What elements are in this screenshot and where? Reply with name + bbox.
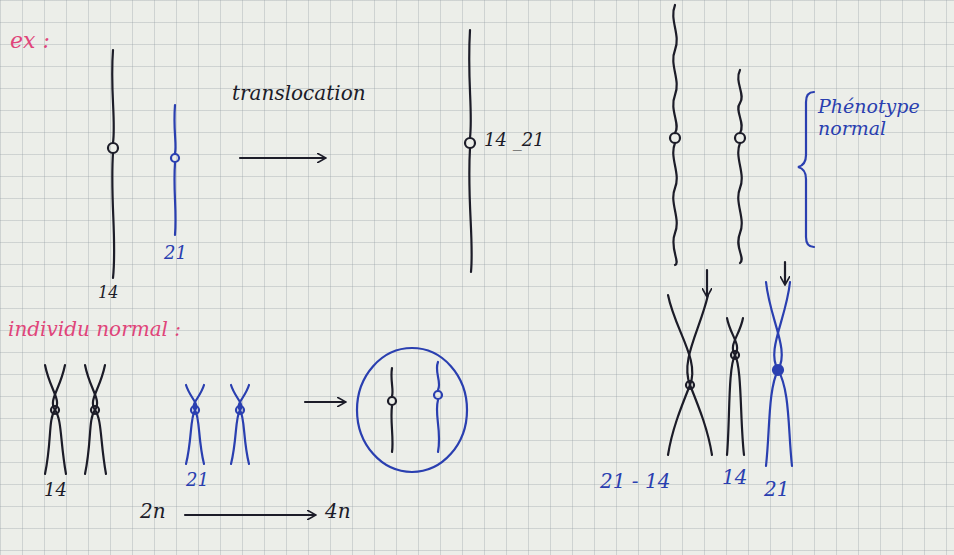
wavy-chromosomes bbox=[670, 5, 745, 265]
chromosome-21 bbox=[766, 282, 792, 466]
brace bbox=[798, 92, 814, 247]
label-holder: 21 bbox=[164, 243, 187, 264]
handwritten-label: 14 bbox=[98, 284, 118, 302]
label-holder: ex : bbox=[10, 28, 50, 53]
label-holder: translocation bbox=[232, 82, 366, 105]
chromosome-pair-14 bbox=[45, 365, 106, 474]
handwritten-label: 21 bbox=[186, 470, 209, 491]
chromosome-pair-21 bbox=[186, 385, 249, 464]
fused-chromosome bbox=[465, 30, 475, 272]
label-holder: Phénotype normal bbox=[818, 96, 943, 140]
handwritten-label: 14 bbox=[722, 466, 747, 489]
label-holder: 2n bbox=[140, 500, 166, 523]
handwritten-label: 21 bbox=[164, 243, 187, 264]
label-holder: 14 bbox=[98, 284, 118, 302]
arrow bbox=[784, 262, 786, 284]
label-holder: 21 bbox=[186, 470, 209, 491]
chromosome-14 bbox=[727, 318, 744, 455]
chromosome-21-14 bbox=[668, 295, 712, 455]
arrow bbox=[305, 401, 345, 403]
arrow bbox=[706, 270, 708, 296]
handwritten-label: 2n bbox=[140, 500, 166, 523]
handwritten-label: translocation bbox=[232, 82, 366, 105]
cell-circle bbox=[357, 348, 467, 472]
label-holder: 21 bbox=[764, 478, 789, 501]
label-holder: 14 _21 bbox=[484, 130, 545, 151]
label-holder: 14 bbox=[44, 480, 67, 501]
handwritten-label: 4n bbox=[325, 500, 351, 523]
handwritten-label: 14 bbox=[44, 480, 67, 501]
label-holder: 21 - 14 bbox=[600, 470, 670, 493]
handwritten-label: individu normal : bbox=[8, 318, 181, 341]
handwritten-label: ex : bbox=[10, 28, 50, 53]
label-holder: 4n bbox=[325, 500, 351, 523]
chromosome-21 bbox=[171, 105, 179, 235]
chromosome-14 bbox=[108, 50, 118, 278]
handwritten-label: 21 bbox=[764, 478, 789, 501]
arrow bbox=[185, 514, 315, 516]
handwritten-label: 14 _21 bbox=[484, 130, 545, 151]
cell-chromosomes bbox=[388, 362, 442, 452]
label-holder: 14 bbox=[722, 466, 747, 489]
handwritten-label: Phénotype normal bbox=[818, 96, 943, 140]
arrow bbox=[240, 157, 325, 159]
label-holder: individu normal : bbox=[8, 318, 181, 341]
handwritten-label: 21 - 14 bbox=[600, 470, 670, 493]
